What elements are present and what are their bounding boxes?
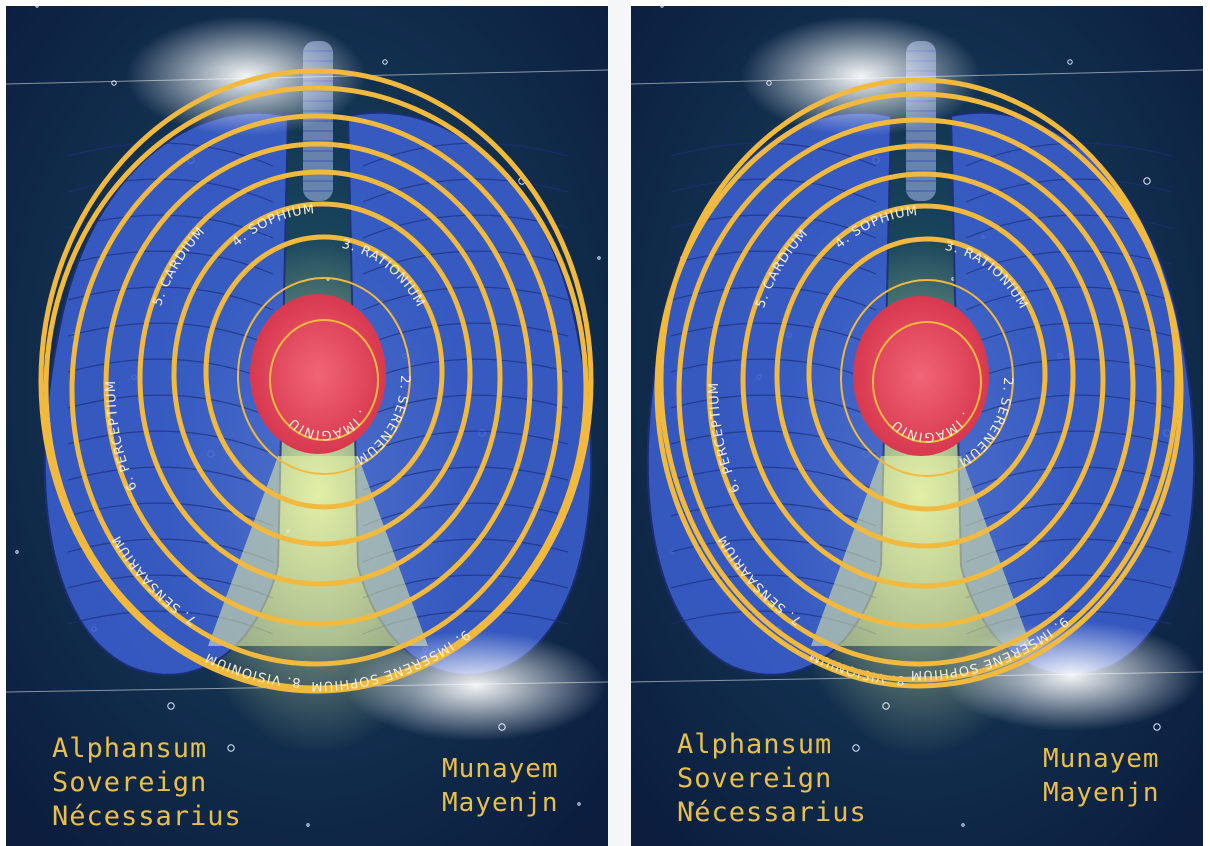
ring-3 [806, 236, 1048, 512]
lens-flare [346, 631, 606, 741]
heart-core [853, 296, 989, 456]
ring-5 [137, 169, 503, 587]
ring-8 [43, 85, 589, 691]
star [961, 823, 965, 827]
star [227, 744, 235, 752]
ring-7 [676, 117, 1162, 667]
ring-4 [774, 203, 1076, 549]
star [15, 550, 19, 554]
ring-5 [740, 171, 1106, 589]
star [1067, 59, 1073, 65]
heart-core [250, 294, 386, 454]
poster-title-right: Alphansum Sovereign Nécessarius [677, 729, 867, 828]
ring-9 [658, 77, 1180, 683]
star [597, 256, 601, 260]
poster-title-left: Alphansum Sovereign Nécessarius [52, 733, 242, 832]
flare-streak [631, 69, 1203, 85]
ring-1 [269, 319, 379, 441]
star [1153, 723, 1161, 731]
ring-6 [103, 141, 533, 627]
star [306, 823, 310, 827]
ring-6 [706, 143, 1136, 629]
ring-4 [171, 201, 473, 547]
star [167, 702, 175, 710]
ring-8 [654, 91, 1184, 689]
star [690, 802, 694, 806]
left-lung [646, 111, 893, 676]
poster-author-left: Munayem Mayenjn [442, 754, 559, 818]
star [1143, 177, 1151, 185]
ring-9 [38, 68, 594, 694]
flare-streak [631, 671, 1203, 683]
star [577, 802, 581, 806]
poster-gutter [608, 0, 631, 846]
ring-3 [203, 234, 445, 510]
lens-flare [741, 16, 981, 136]
poster-author-right: Munayem Mayenjn [1043, 744, 1160, 808]
lens-flare [941, 621, 1201, 731]
flare-streak [6, 69, 608, 85]
star [111, 80, 117, 86]
star [660, 6, 664, 8]
ring-1 [872, 321, 982, 443]
ring-2 [840, 279, 1014, 477]
glow-cone [208, 456, 428, 646]
ring-2 [237, 277, 411, 475]
glow-cone [811, 456, 1031, 646]
star [382, 59, 388, 65]
ring-7 [69, 113, 563, 667]
star [35, 6, 39, 8]
star [852, 744, 860, 752]
